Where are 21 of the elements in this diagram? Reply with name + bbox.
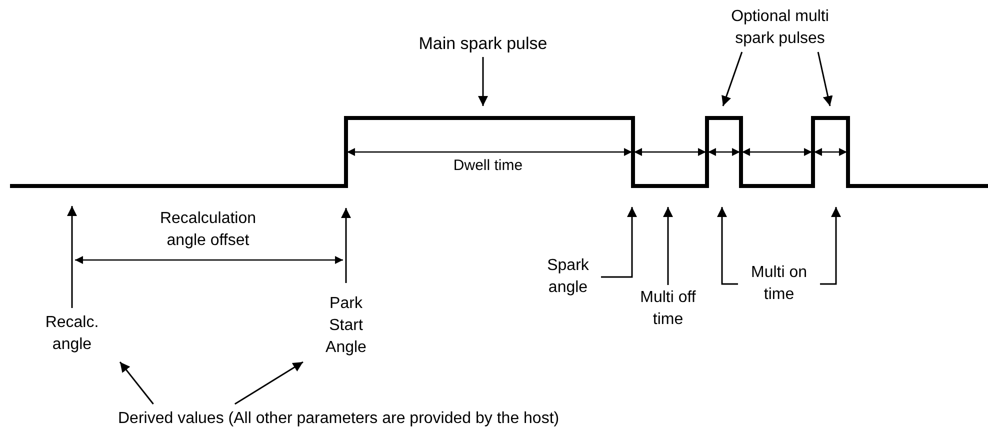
leader-arrow xyxy=(717,207,738,285)
callout-text: Spark angle xyxy=(535,255,601,299)
leader-arrow xyxy=(722,52,743,106)
callout-text: Park Start Angle xyxy=(316,293,376,359)
leader-arrow xyxy=(119,362,154,404)
leader-arrow xyxy=(601,207,637,278)
leader-arrow xyxy=(341,208,351,283)
leader-arrow xyxy=(67,206,77,308)
dimension-label: Dwell time xyxy=(452,156,524,176)
callout-text: Recalc. angle xyxy=(34,312,110,356)
leader-arrow xyxy=(478,57,488,106)
callout-text: Optional multi spark pulses xyxy=(712,6,848,50)
leader-arrow xyxy=(817,52,833,106)
callout-text: Multi on time xyxy=(740,262,818,306)
callout-text: Derived values (All other parameters are provided by the host) xyxy=(118,408,560,430)
leader-arrow xyxy=(234,361,304,405)
dimension-label: Recalculation angle offset xyxy=(158,209,258,251)
callout-text: Main spark pulse xyxy=(413,33,553,55)
leader-arrow xyxy=(663,207,673,285)
callout-text: Multi off time xyxy=(630,287,706,331)
leader-arrow xyxy=(820,207,841,285)
